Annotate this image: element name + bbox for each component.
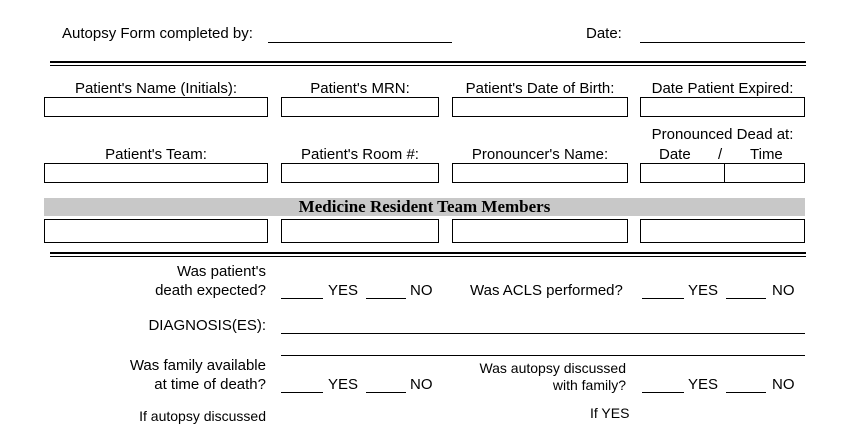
section-title: Medicine Resident Team Members [44,198,805,216]
acls-label: Was ACLS performed? [470,282,623,299]
patient-room-label: Patient's Room #: [301,146,419,163]
date-label: Date: [586,25,622,42]
patient-team-input[interactable] [44,163,268,183]
pronounced-date-label: Date [659,146,691,163]
pronounced-time-input[interactable] [724,163,805,183]
autopsy-discussed-label-2: with family? [552,377,626,393]
death-expected-label-2: death expected? [155,282,266,299]
family-no-field[interactable] [366,392,406,393]
pronouncer-name-label: Pronouncer's Name: [471,146,609,163]
pronounced-dead-label: Pronounced Dead at: [651,126,794,143]
team-member-input-4[interactable] [640,219,805,243]
team-member-input-3[interactable] [452,219,628,243]
autopsy-no-label: NO [772,376,795,393]
family-yes-label: YES [328,376,359,393]
family-available-label-2: at time of death? [154,376,266,393]
patient-dob-label: Patient's Date of Birth: [465,80,615,97]
if-yes-label: If YES [590,405,630,421]
patient-mrn-label: Patient's MRN: [310,80,410,97]
death-expected-no-label: NO [410,282,433,299]
autopsy-yes-field[interactable] [642,392,684,393]
acls-no-label: NO [772,282,795,299]
divider-middle [50,252,806,257]
divider-top [50,61,806,66]
date-expired-input[interactable] [640,97,805,117]
completed-by-field[interactable] [268,42,452,43]
patient-dob-input[interactable] [452,97,628,117]
diagnoses-line-1[interactable] [281,333,805,334]
death-expected-no-field[interactable] [366,298,406,299]
team-member-input-2[interactable] [281,219,439,243]
acls-yes-label: YES [688,282,719,299]
date-expired-label: Date Patient Expired: [651,80,794,97]
patient-name-input[interactable] [44,97,268,117]
autopsy-discussed-label-1: Was autopsy discussed [479,360,626,376]
death-expected-yes-field[interactable] [281,298,323,299]
acls-no-field[interactable] [726,298,766,299]
patient-team-label: Patient's Team: [105,146,207,163]
pronounced-slash: / [718,146,723,163]
date-field[interactable] [640,42,805,43]
autopsy-yes-label: YES [688,376,719,393]
patient-mrn-input[interactable] [281,97,439,117]
autopsy-no-field[interactable] [726,392,766,393]
diagnoses-label: DIAGNOSIS(ES): [148,317,266,334]
pronounced-date-input[interactable] [640,163,725,183]
team-member-input-1[interactable] [44,219,268,243]
pronouncer-name-input[interactable] [452,163,628,183]
family-available-label-1: Was family available [129,357,266,374]
family-no-label: NO [410,376,433,393]
completed-by-label: Autopsy Form completed by: [62,25,253,42]
patient-room-input[interactable] [281,163,439,183]
death-expected-label-1: Was patient's [176,263,266,280]
acls-yes-field[interactable] [642,298,684,299]
death-expected-yes-label: YES [328,282,359,299]
patient-name-label: Patient's Name (Initials): [74,80,238,97]
diagnoses-line-2[interactable] [281,355,805,356]
family-yes-field[interactable] [281,392,323,393]
pronounced-time-label: Time [750,146,783,163]
